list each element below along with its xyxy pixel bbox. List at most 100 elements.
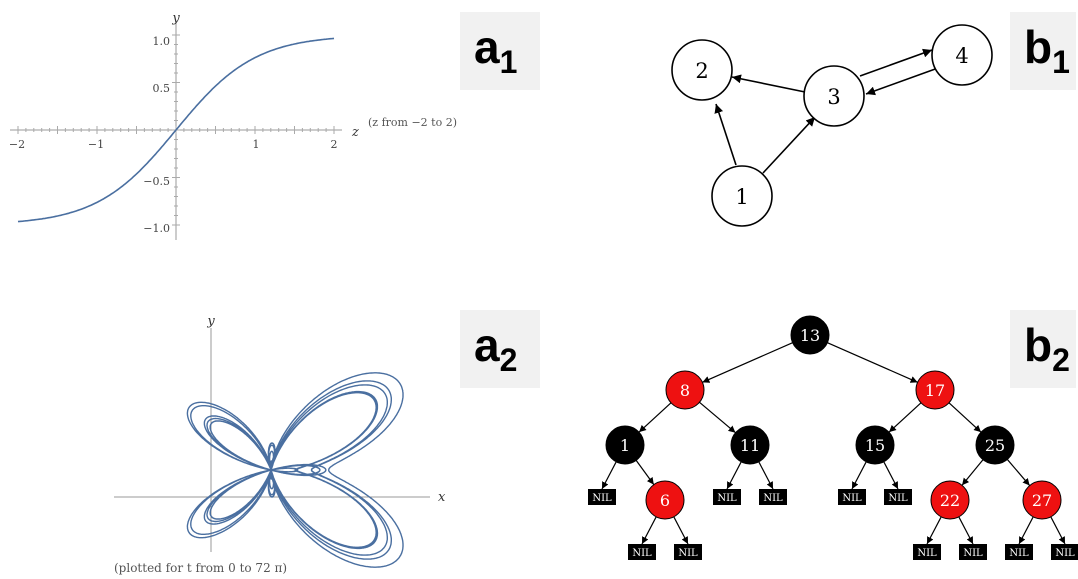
- nil-leaf: NIL: [1005, 544, 1033, 560]
- panel-tag-b1: b1: [1010, 12, 1076, 90]
- nil-label: NIL: [1009, 548, 1029, 559]
- panel-tag-a2: a2: [460, 310, 540, 388]
- tag-letter: a: [474, 319, 500, 371]
- tree-edge: [948, 402, 982, 433]
- tree-node-label: 15: [865, 436, 885, 455]
- range-caption: (z from −2 to 2): [368, 116, 457, 129]
- tree-edge: [699, 401, 736, 434]
- tree-node-22: 22: [930, 480, 970, 520]
- x-tick-label: −1: [88, 138, 104, 151]
- edge-4-3: [865, 67, 939, 96]
- tag-subscript: 1: [1052, 44, 1070, 80]
- range-caption: (plotted for t from 0 to 72 π): [114, 561, 287, 575]
- edge-1-3: [762, 116, 816, 174]
- tree-node-13: 13: [790, 315, 830, 355]
- tag-subscript: 1: [499, 44, 518, 80]
- nil-leaf: NIL: [628, 544, 656, 560]
- tree-edge: [1050, 516, 1066, 545]
- nil-label: NIL: [717, 493, 737, 504]
- svg-text:2: 2: [695, 59, 708, 83]
- tree-edge: [961, 459, 984, 486]
- tree-edge: [926, 516, 942, 545]
- butterfly-plot: y x (plotted for t from 0 to 72 π): [114, 314, 446, 575]
- nil-label: NIL: [917, 548, 937, 559]
- tree-node-label: 27: [1032, 491, 1052, 510]
- nil-leaf: NIL: [913, 544, 941, 560]
- tree-edge: [958, 516, 974, 545]
- tree-edge: [635, 460, 655, 485]
- tree-edge: [601, 461, 617, 490]
- tree-node-label: 11: [740, 436, 760, 455]
- tree-edge: [888, 402, 922, 433]
- panel-tag-b2: b2: [1010, 310, 1076, 388]
- tree-node-label: 22: [940, 491, 960, 510]
- tree-edge: [1018, 516, 1034, 545]
- nil-leaf: NIL: [713, 489, 741, 505]
- x-tick-label: 2: [331, 138, 338, 151]
- butterfly-curve: [186, 372, 404, 568]
- tree-node-15: 15: [855, 425, 895, 465]
- tree-node-label: 1: [620, 436, 630, 455]
- edge-1-2: [714, 103, 737, 166]
- tree-node-25: 25: [975, 425, 1015, 465]
- tree-edge: [673, 516, 689, 545]
- tag-subscript: 2: [499, 342, 518, 378]
- svg-text:4: 4: [955, 44, 968, 68]
- nil-label: NIL: [632, 548, 652, 559]
- y-tick-label: −1.0: [143, 222, 170, 235]
- tree-edge: [726, 461, 742, 490]
- tree-edge: [1006, 459, 1031, 486]
- tree-edge: [851, 461, 867, 490]
- nil-label: NIL: [963, 548, 983, 559]
- nil-leaf: NIL: [588, 489, 616, 505]
- nil-label: NIL: [1055, 548, 1075, 559]
- x-tick-label: −2: [9, 138, 25, 151]
- tanh-curve: [17, 37, 335, 223]
- nil-label: NIL: [678, 548, 698, 559]
- tree-node-8: 8: [665, 370, 705, 410]
- nil-leaf: NIL: [1051, 544, 1078, 560]
- nil-label: NIL: [763, 493, 783, 504]
- tree-node-1: 1: [605, 425, 645, 465]
- tree-node-17: 17: [915, 370, 955, 410]
- y-axis-label: y: [206, 314, 215, 329]
- tree-node-6: 6: [645, 480, 685, 520]
- y-tick-label: 0.5: [153, 82, 171, 95]
- tag-letter: b: [1024, 319, 1053, 371]
- graph-node-2: 2: [671, 39, 733, 101]
- nil-label: NIL: [888, 493, 908, 504]
- nil-leaf: NIL: [674, 544, 702, 560]
- x-axis-label: z: [351, 125, 359, 140]
- directed-graph: 2 3 4 1: [671, 24, 993, 227]
- tag-letter: b: [1024, 21, 1053, 73]
- x-tick-label: 1: [253, 138, 260, 151]
- y-tick-label: 1.0: [153, 35, 171, 48]
- tag-subscript: 2: [1052, 342, 1070, 378]
- tree-node-label: 25: [985, 436, 1005, 455]
- tree-node-label: 13: [800, 326, 820, 345]
- y-tick-label: −0.5: [143, 175, 170, 188]
- tree-edge: [638, 402, 672, 433]
- nil-leaf: NIL: [959, 544, 987, 560]
- nil-label: NIL: [842, 493, 862, 504]
- nil-leaf: NIL: [884, 489, 912, 505]
- svg-text:1: 1: [735, 185, 748, 209]
- svg-text:3: 3: [827, 85, 840, 109]
- x-axis-label: x: [438, 490, 446, 505]
- nil-leaf: NIL: [759, 489, 787, 505]
- tree-node-11: 11: [730, 425, 770, 465]
- tree-edge: [758, 461, 774, 490]
- tree-edge: [883, 461, 899, 490]
- tree-edge: [641, 516, 657, 545]
- graph-node-4: 4: [931, 24, 993, 86]
- panel-tag-a1: a1: [460, 12, 540, 90]
- tree-node-label: 17: [925, 381, 945, 400]
- tree-node-label: 6: [660, 491, 670, 510]
- nil-leaf: NIL: [838, 489, 866, 505]
- tree-edge: [702, 342, 793, 383]
- tanh-plot: −2 −1 1 2 1.0 0.5 −0.5 −1.0 y z (z from …: [9, 11, 457, 240]
- graph-node-3: 3: [803, 65, 865, 127]
- y-axis-label: y: [171, 11, 180, 26]
- graph-node-1: 1: [711, 165, 773, 227]
